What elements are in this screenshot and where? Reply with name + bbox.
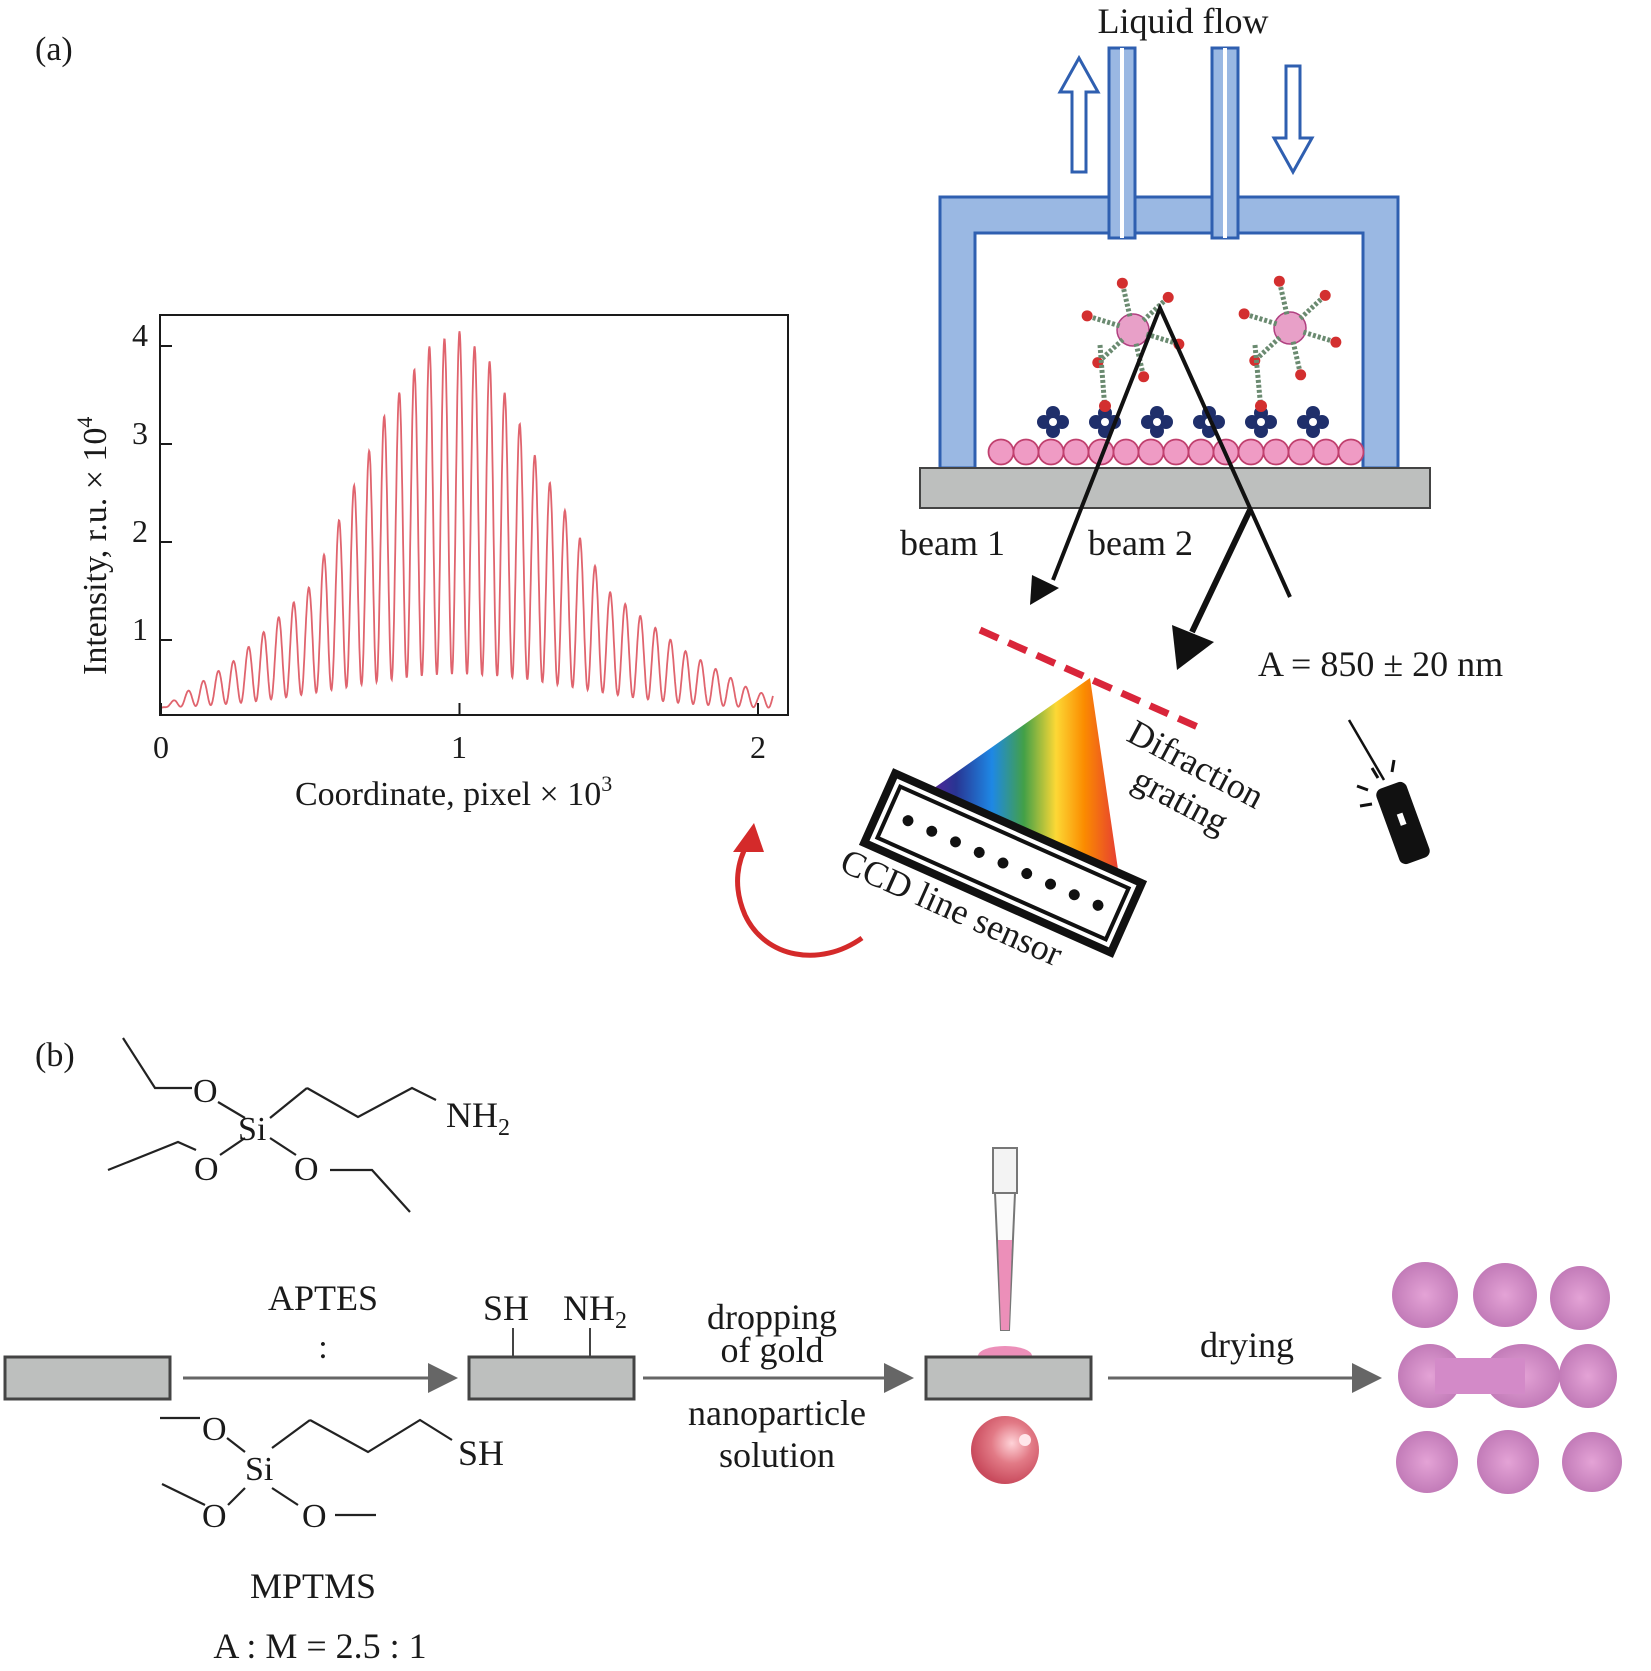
- panel-a-label: (a): [35, 31, 73, 68]
- mptms-sh: SH: [458, 1433, 504, 1473]
- y-tick-label-4: 4: [132, 317, 148, 353]
- data-flow-arrow: [735, 841, 864, 958]
- dried-spots: [1392, 1262, 1622, 1494]
- mptms-si: Si: [245, 1451, 273, 1488]
- functionalized-substrate: [467, 1355, 636, 1401]
- substrate: [919, 467, 1431, 509]
- surface-nh2-label: NH2: [563, 1288, 627, 1334]
- gold-nanoparticle: [1012, 438, 1040, 466]
- interference-signal-line: [160, 331, 774, 709]
- receptor-layer: [1037, 406, 1329, 438]
- intensity-chart: 1 2 3 4 0 1 2 Coordinate, pixel × 103 In…: [72, 314, 789, 813]
- flow-down-arrow: [1271, 64, 1315, 176]
- receptor-molecule: [1297, 406, 1329, 438]
- gold-nanoparticle: [1062, 438, 1090, 466]
- surface-sh-label: SH: [483, 1288, 529, 1328]
- linker-strand: [1097, 344, 1108, 411]
- beam1-label: beam 1: [900, 523, 1005, 563]
- receptor-molecule: [1193, 406, 1225, 438]
- y-tick-label-2: 2: [132, 513, 148, 549]
- diffraction-grating: [978, 626, 1202, 732]
- aptes-nh2: NH2: [446, 1095, 510, 1141]
- wavelength-label: A = 850 ± 20 nm: [1258, 644, 1503, 684]
- ccd-pixel: [997, 857, 1009, 869]
- ccd-line-sensor: [858, 768, 1148, 958]
- mptms-label: MPTMS: [250, 1566, 376, 1606]
- receptor-molecule: [1141, 406, 1173, 438]
- gold-nanoparticle: [1187, 438, 1215, 466]
- aptes-structure: [107, 1037, 437, 1213]
- gold-nanoparticle: [1287, 438, 1315, 466]
- chart-ticks: [160, 345, 759, 715]
- mptms-structure: [160, 1416, 453, 1517]
- beam2-label: beam 2: [1088, 523, 1193, 563]
- gold-nanoparticle: [1312, 438, 1340, 466]
- aptes-o2: O: [194, 1151, 219, 1188]
- liquid-flow-label: Liquid flow: [1098, 1, 1269, 41]
- flow-up-arrow: [1057, 54, 1101, 174]
- ratio-label: A : M = 2.5 : 1: [213, 1626, 426, 1666]
- y-tick-label-3: 3: [132, 415, 148, 451]
- linker-strand: [1252, 344, 1264, 411]
- gold-nanoparticle: [1162, 438, 1190, 466]
- beam1-arrowhead: [1030, 575, 1059, 605]
- gold-nanoparticle: [1037, 438, 1065, 466]
- ccd-pixel: [973, 846, 985, 858]
- ccd-pixel: [1045, 878, 1057, 890]
- x-tick-label-2: 2: [750, 729, 766, 765]
- ccd-pixel: [902, 815, 914, 827]
- analyte-complex: [1081, 277, 1185, 383]
- mptms-o2: O: [202, 1498, 227, 1535]
- laser-source-icon: [1347, 719, 1430, 865]
- ratio-colon: :: [318, 1329, 327, 1366]
- y-tick-label-1: 1: [132, 611, 148, 647]
- bound-analyte-clusters: [1081, 275, 1342, 412]
- spectrometer: Difraction grating CCD line sensor: [733, 626, 1271, 974]
- beam2-arrowhead: [1172, 625, 1214, 670]
- mptms-o1: O: [202, 1411, 227, 1448]
- optical-beams: beam 1 beam 2 A = 850 ± 20 nm: [900, 302, 1503, 684]
- receptor-molecule: [1037, 406, 1069, 438]
- x-tick-label-0: 0: [153, 729, 169, 765]
- spectrum-fan: [920, 678, 1120, 883]
- gold-nanoparticle: [1262, 438, 1290, 466]
- x-tick-label-1: 1: [451, 729, 467, 765]
- aptes-o3: O: [294, 1151, 319, 1188]
- nanoparticle-layer: [987, 438, 1365, 466]
- ccd-pixel: [926, 825, 938, 837]
- flow-cell: Liquid flow: [919, 1, 1431, 509]
- gold-nanoparticle: [1137, 438, 1165, 466]
- gold-nanoparticle: [1337, 438, 1365, 466]
- panel-b-label: (b): [35, 1037, 75, 1074]
- dropping-label-1: dropping: [707, 1297, 837, 1337]
- gold-droplet: [971, 1416, 1039, 1484]
- dropping-label-2: of gold: [721, 1330, 824, 1370]
- gold-nanoparticle: [1237, 438, 1265, 466]
- y-axis-label: Intensity, r.u. × 104: [72, 417, 114, 675]
- gold-nanoparticle: [987, 438, 1015, 466]
- pipette-icon: [992, 1147, 1018, 1331]
- aptes-si: Si: [238, 1111, 266, 1148]
- drying-label: drying: [1200, 1325, 1294, 1365]
- chart-frame: [159, 314, 789, 716]
- dropping-label-4: solution: [719, 1435, 835, 1475]
- ccd-pixel: [1092, 899, 1104, 911]
- beam2-line: [1189, 508, 1253, 634]
- bare-substrate: [3, 1355, 172, 1401]
- incident-beam: [1051, 302, 1292, 598]
- dropped-substrate: [924, 1355, 1093, 1401]
- mptms-o3: O: [302, 1498, 327, 1535]
- aptes-label: APTES: [268, 1278, 378, 1318]
- analyte-complex: [1238, 275, 1342, 381]
- ccd-pixel: [1021, 868, 1033, 880]
- dropping-label-3: nanoparticle: [688, 1393, 866, 1433]
- ccd-pixel: [949, 836, 961, 848]
- aptes-o1: O: [193, 1073, 218, 1110]
- x-axis-label: Coordinate, pixel × 103: [295, 771, 612, 813]
- gold-nanoparticle: [1112, 438, 1140, 466]
- ccd-pixel: [1068, 889, 1080, 901]
